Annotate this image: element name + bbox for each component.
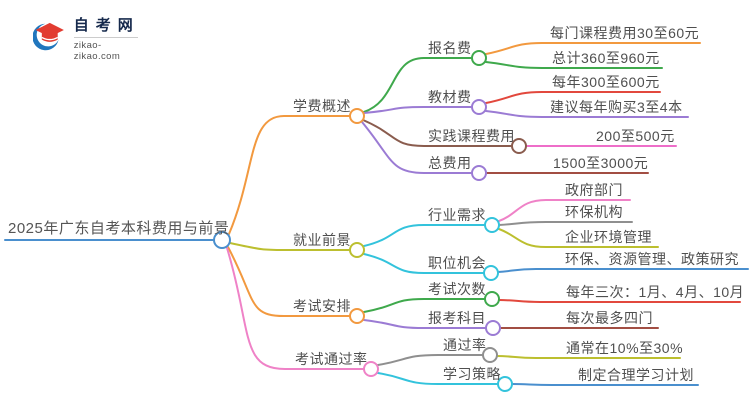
leaf-total-registration[interactable]: 总计360至960元 bbox=[552, 50, 660, 66]
leaf-corporate-env-management[interactable]: 企业环境管理 bbox=[565, 229, 652, 245]
leaf-per-course-fee[interactable]: 每门课程费用30至60元 bbox=[550, 25, 700, 41]
node-textbook-fee[interactable]: 教材费 bbox=[428, 89, 472, 105]
leaf-job-fields[interactable]: 环保、资源管理、政策研究 bbox=[565, 251, 739, 267]
link-pass-rate-branch bbox=[226, 247, 364, 370]
link-per-course-fee bbox=[485, 42, 701, 55]
link-exam-subjects bbox=[363, 319, 487, 329]
link-textbook-advice bbox=[485, 110, 689, 118]
practical-fee-handle[interactable] bbox=[511, 138, 527, 154]
employment-handle[interactable] bbox=[349, 242, 365, 258]
node-registration-fee[interactable]: 报名费 bbox=[428, 40, 472, 56]
link-study-plan bbox=[511, 383, 699, 386]
job-opportunities-handle[interactable] bbox=[483, 265, 499, 281]
site-name: 自考网 bbox=[73, 17, 140, 34]
node-exam-frequency[interactable]: 考试次数 bbox=[428, 281, 486, 297]
total-cost-handle[interactable] bbox=[471, 165, 487, 181]
leaf-textbook-advice[interactable]: 建议每年购买3至4本 bbox=[550, 99, 683, 115]
branch-exam-schedule[interactable]: 考试安排 bbox=[293, 298, 351, 314]
link-exam-times bbox=[498, 299, 741, 303]
branch-tuition-overview[interactable]: 学费概述 bbox=[293, 98, 351, 114]
root-node-handle[interactable] bbox=[213, 231, 231, 249]
link-industry-demand bbox=[363, 224, 486, 247]
node-study-strategy[interactable]: 学习策略 bbox=[443, 366, 501, 382]
tuition-overview-handle[interactable] bbox=[349, 108, 365, 124]
leaf-practical-fee-range[interactable]: 200至500元 bbox=[596, 128, 675, 144]
leaf-pass-rate-range[interactable]: 通常在10%至30% bbox=[566, 340, 684, 356]
site-logo[interactable]: 自考网 zikao-zikao.com bbox=[33, 16, 143, 62]
exam-subjects-handle[interactable] bbox=[485, 320, 501, 336]
site-domain: zikao-zikao.com bbox=[73, 40, 121, 62]
link-total-cost bbox=[361, 121, 472, 174]
leaf-environmental-agency[interactable]: 环保机构 bbox=[565, 204, 623, 220]
node-pass-rate[interactable]: 通过率 bbox=[443, 337, 487, 353]
link-practical-fee bbox=[362, 119, 512, 147]
node-practical-course-fee[interactable]: 实践课程费用 bbox=[428, 128, 515, 144]
pass-rate-branch-handle[interactable] bbox=[363, 361, 379, 377]
link-employment bbox=[229, 242, 350, 251]
leaf-government-dept[interactable]: 政府部门 bbox=[565, 182, 623, 198]
node-industry-demand[interactable]: 行业需求 bbox=[428, 207, 486, 223]
link-pass-rate bbox=[377, 354, 484, 366]
logo-divider bbox=[73, 37, 138, 38]
textbook-fee-handle[interactable] bbox=[471, 99, 487, 115]
link-job-opportunities bbox=[363, 253, 485, 274]
link-tuition-overview bbox=[228, 115, 350, 235]
registration-fee-handle[interactable] bbox=[471, 50, 487, 66]
link-total-registration bbox=[485, 61, 663, 69]
industry-demand-handle[interactable] bbox=[484, 217, 500, 233]
exam-schedule-handle[interactable] bbox=[349, 308, 365, 324]
link-corp-env bbox=[498, 228, 659, 248]
link-exam-frequency bbox=[363, 298, 486, 313]
leaf-exam-times[interactable]: 每年三次：1月、4月、10月 bbox=[566, 284, 745, 300]
node-exam-subjects[interactable]: 报考科目 bbox=[428, 310, 486, 326]
exam-frequency-handle[interactable] bbox=[484, 291, 500, 307]
link-study-strategy bbox=[377, 372, 499, 385]
leaf-textbook-annual[interactable]: 每年300至600元 bbox=[552, 74, 660, 90]
node-total-cost[interactable]: 总费用 bbox=[428, 155, 472, 171]
link-exam-schedule bbox=[227, 246, 350, 317]
node-job-opportunities[interactable]: 职位机会 bbox=[428, 255, 486, 271]
leaf-total-cost-range[interactable]: 1500至3000元 bbox=[553, 155, 649, 171]
leaf-study-plan[interactable]: 制定合理学习计划 bbox=[578, 367, 694, 383]
root-node-label[interactable]: 2025年广东自考本科费用与前景 bbox=[8, 220, 230, 237]
branch-exam-pass-rate[interactable]: 考试通过率 bbox=[295, 351, 368, 367]
link-pass-rate-range bbox=[496, 355, 681, 359]
link-job-fields bbox=[497, 268, 749, 273]
link-env-agency bbox=[498, 221, 633, 226]
leaf-max-subjects[interactable]: 每次最多四门 bbox=[566, 310, 653, 326]
pass-rate-handle[interactable] bbox=[482, 347, 498, 363]
link-registration-fee bbox=[363, 57, 472, 113]
graduation-cap-icon bbox=[33, 22, 64, 51]
study-strategy-handle[interactable] bbox=[497, 376, 513, 392]
branch-employment-prospects[interactable]: 就业前景 bbox=[293, 232, 351, 248]
link-government bbox=[498, 199, 631, 222]
link-textbook-annual bbox=[485, 91, 661, 104]
link-textbook-fee bbox=[363, 106, 472, 114]
